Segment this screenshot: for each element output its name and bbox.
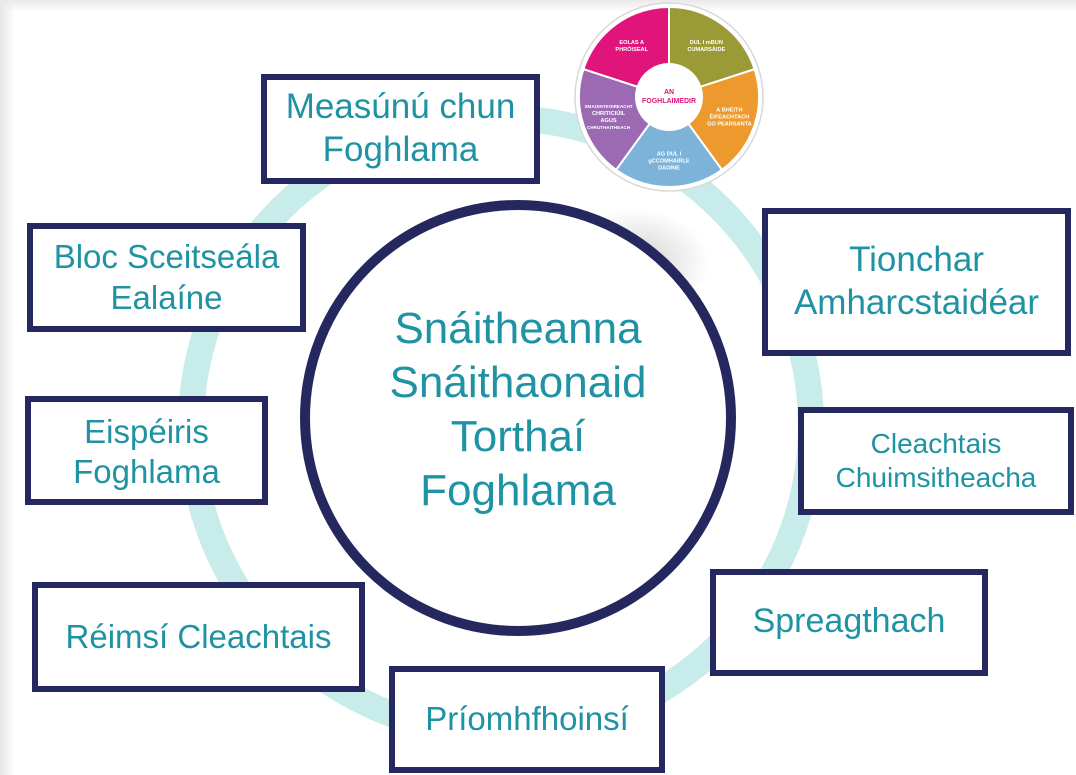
wheel-segment-label: DAOINE [658, 166, 680, 172]
center-line: Snáithaonaid [389, 358, 647, 407]
box-label: Ealaíne [110, 278, 223, 316]
box-label: Eispéiris [84, 413, 209, 450]
box-label: Amharcstaidéar [793, 283, 1040, 322]
wheel-segment-label: A BHEITH [716, 108, 742, 114]
wheel-segment-smaointeoireacht [578, 67, 651, 172]
wheel-segment-comhairle [614, 122, 724, 188]
wheel-center-label: FOGHLAIMEDIR [642, 98, 696, 105]
wheel-segment-label: DUL I mBUN [690, 40, 723, 46]
center-line: Snáitheanna [394, 304, 642, 353]
center-line: Foghlama [420, 466, 616, 515]
wheel-center-disc [636, 64, 702, 130]
wheel-segment-cumarsaid [668, 5, 756, 89]
box-spreagthach: Spreagthach [710, 569, 988, 676]
box-eispeiris-foghlama: Eispéiris Foghlama [25, 396, 268, 505]
box-label: Príomhfhoinsí [425, 700, 629, 738]
wheel-segment-eolas [582, 5, 670, 89]
wheel-segment-eifeachtach [687, 67, 760, 172]
edge-shadow-top [0, 0, 1076, 12]
wheel-segment-label: AGUS [601, 118, 617, 124]
wheel-segment-label: SMAOINTEOIREACHT [584, 104, 632, 109]
box-tionchar-amharcstaidear: Tionchar Amharcstaidéar [762, 208, 1071, 356]
wheel-center-label: AN [664, 89, 674, 96]
box-bloc-sceitseala: Bloc Sceitseála Ealaíne [27, 223, 306, 332]
box-reimsi-cleachtais: Réimsí Cleachtais [32, 582, 365, 692]
box-priomhfhoinsi: Príomhfhoinsí [389, 666, 665, 773]
wheel-segment-label: EOLAS A [619, 40, 644, 46]
wheel-segment-label: CHRUTHAITHEACH [587, 125, 631, 130]
wheel-segment-label: AG DUL I [657, 152, 682, 158]
center-line: Torthaí [450, 412, 586, 461]
center-title: Snáitheanna Snáithaonaid Torthaí Foghlam… [320, 302, 716, 518]
box-label: Bloc Sceitseála [53, 238, 280, 276]
box-label: Measúnú chun [285, 87, 516, 127]
box-label: Tionchar [849, 240, 984, 280]
box-label: Spreagthach [752, 602, 946, 640]
box-label: Chuimsitheacha [835, 462, 1037, 493]
wheel-segment-label: ÉIFEACHTACH [710, 113, 750, 121]
box-measunu-chun-foghlama: Measúnú chun Foghlama [261, 74, 540, 184]
box-label: Foghlama [73, 453, 220, 491]
wheel-segment-label: CHRITICIÚIL [592, 110, 626, 117]
wheel-segment-label: CUMARSÁIDE [687, 46, 725, 53]
box-label: Foghlama [322, 130, 479, 169]
box-label: Réimsí Cleachtais [65, 617, 332, 655]
edge-shadow-left [0, 0, 14, 775]
wheel-segment-label: gCCOMHAIRLE [648, 159, 690, 165]
wheel-segment-label: GO PEARSANTA [707, 122, 752, 128]
center-circle [300, 200, 736, 636]
box-label: Cleachtais [870, 427, 1002, 459]
box-cleachtais-chuimsitheacha: Cleachtais Chuimsitheacha [798, 407, 1074, 515]
wheel-segment-label: PHRÓISEAL [615, 45, 648, 53]
